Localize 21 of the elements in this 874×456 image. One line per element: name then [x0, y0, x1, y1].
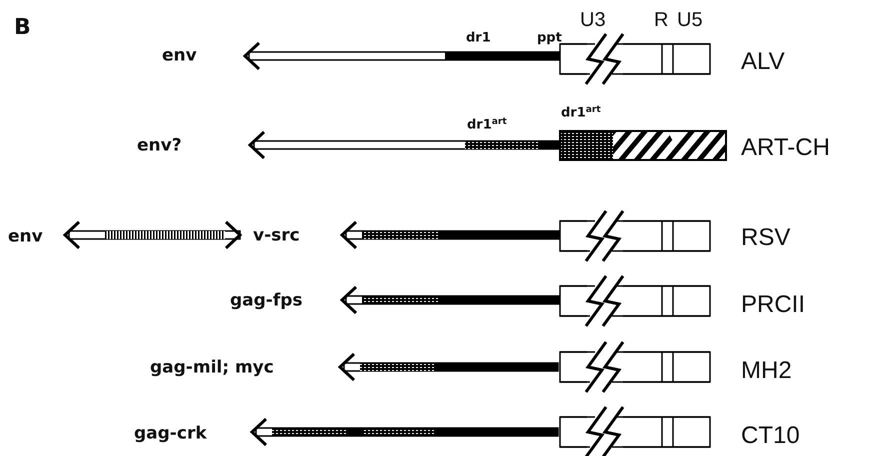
region-label: ppt: [537, 32, 562, 44]
virus-name: MH2: [741, 359, 792, 383]
region-label: dr1: [466, 32, 491, 44]
virus-name: CT10: [741, 424, 800, 448]
virus-name: RSV: [741, 226, 790, 250]
gene-label: gag-mil; myc: [150, 360, 274, 376]
region-label: U5: [677, 10, 703, 30]
virus-name: PRCII: [741, 293, 806, 317]
region-label: U3: [580, 10, 606, 30]
region-label: R: [654, 10, 668, 30]
virus-name: ART-CH: [741, 136, 830, 160]
panel-letter: B: [14, 17, 31, 39]
gene-label: v-src: [253, 228, 300, 244]
region-label: dr1$^{art}$: [467, 118, 507, 132]
gene-label: env?: [137, 138, 182, 154]
gene-label: gag-crk: [134, 426, 207, 442]
gene-label: env: [162, 48, 197, 64]
gene-label: gag-fps: [230, 292, 303, 310]
virus-name: ALV: [741, 50, 785, 74]
gene-label: env: [8, 228, 43, 246]
region-label: dr1$^{art}$: [561, 106, 601, 120]
